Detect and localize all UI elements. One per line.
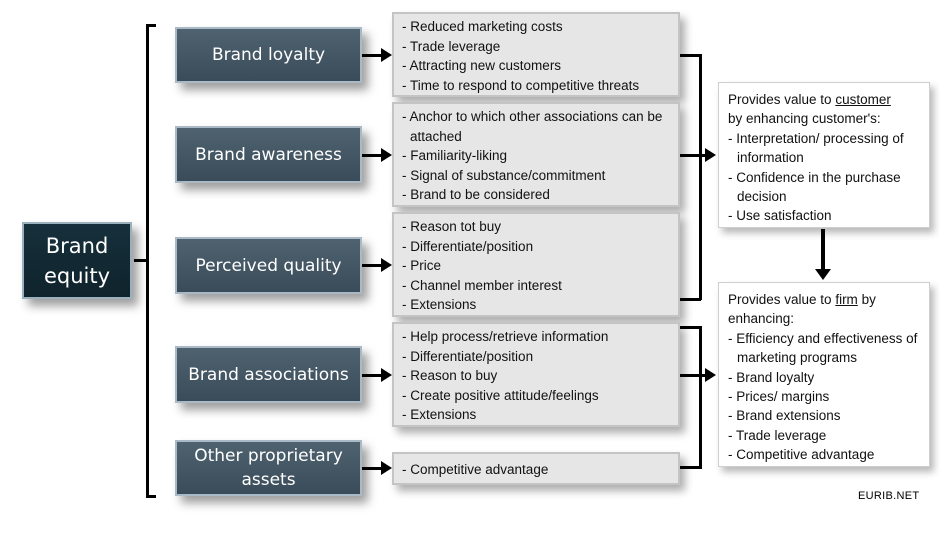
customer-value-intro: Provides value to customer: [728, 92, 891, 107]
connector-associations-arrow: [680, 374, 706, 377]
benefit-item: - Reason tot buy: [402, 219, 502, 234]
arrow-head-down: [815, 269, 831, 280]
driver-label: Other proprietary assets: [194, 446, 343, 490]
arrow-head-awareness: [381, 148, 392, 162]
arrow-head-loyalty: [381, 48, 392, 62]
benefits-brand-associations: - Help process/retrieve information - Di…: [392, 322, 680, 427]
firm-value-intro-2: enhancing:: [728, 311, 795, 327]
benefit-item: - Reduced marketing costs: [402, 19, 563, 34]
bracket-vertical: [146, 24, 149, 498]
brand-equity-box: Brand equity: [22, 222, 132, 299]
benefit-item: - Extensions: [402, 297, 477, 312]
driver-brand-associations: Brand associations: [175, 346, 362, 403]
connector-other-stub: [680, 466, 701, 469]
benefits-perceived-quality: - Reason tot buy - Differentiate/positio…: [392, 212, 680, 317]
firm-word: firm: [835, 292, 858, 307]
bracket-stub: [134, 259, 148, 262]
firm-value-item: - Brand extensions: [728, 408, 841, 424]
arrow-shaft-loyalty: [362, 54, 382, 57]
benefit-item: - Trade leverage: [402, 38, 501, 54]
firm-value-item: - Brand loyalty: [728, 369, 815, 385]
customer-value-box: Provides value to customer by enhancing …: [718, 82, 930, 228]
driver-brand-awareness: Brand awareness: [175, 126, 362, 183]
benefit-item: - Differentiate/position: [402, 348, 534, 364]
bracket-bottom-cap: [146, 495, 156, 498]
source-label: EURIB.NET: [858, 490, 920, 502]
benefits-brand-loyalty: - Reduced marketing costs - Trade levera…: [392, 12, 680, 97]
connector-top-stub: [680, 54, 701, 57]
firm-value-intro: Provides value to firm by: [728, 292, 876, 307]
driver-label: Brand awareness: [195, 144, 342, 165]
driver-brand-loyalty: Brand loyalty: [175, 27, 362, 83]
benefit-item: - Differentiate/position: [402, 238, 534, 254]
arrow-shaft-down: [821, 229, 825, 271]
benefit-item: - Time to respond to competitive threats: [402, 77, 640, 93]
arrow-shaft-awareness: [362, 154, 382, 157]
firm-value-item: - Competitive advantage: [728, 447, 875, 463]
benefit-item: - Extensions: [402, 407, 477, 422]
connector-upper-vertical: [699, 54, 702, 300]
connector-lower-top-stub: [680, 326, 701, 329]
benefit-item: - Brand to be considered: [402, 187, 550, 202]
bracket-top-cap: [146, 24, 156, 27]
customer-value-item: - Confidence in the purchase decision: [728, 169, 901, 205]
benefits-other-proprietary-assets: - Competitive advantage: [392, 452, 680, 485]
benefit-item: - Attracting new customers: [402, 58, 562, 73]
firm-value-item: - Prices/ margins: [728, 389, 830, 405]
benefit-item: - Signal of substance/commitment: [402, 167, 606, 183]
benefit-item: - Create positive attitude/feelings: [402, 387, 599, 403]
benefit-item: - Reason to buy: [402, 368, 498, 383]
driver-label: Brand associations: [188, 364, 349, 385]
connector-quality-stub: [680, 298, 701, 301]
firm-value-item: - Trade leverage: [728, 427, 827, 443]
driver-perceived-quality: Perceived quality: [175, 237, 362, 294]
arrow-head-customer: [705, 148, 716, 162]
driver-label: Perceived quality: [195, 255, 342, 276]
benefit-item: - Price: [402, 258, 442, 273]
driver-other-proprietary-assets: Other proprietary assets: [175, 440, 362, 496]
firm-value-item: - Efficiency and effectiveness of market…: [728, 330, 918, 366]
arrow-shaft-other: [362, 467, 382, 470]
benefit-item: - Help process/retrieve information: [402, 329, 609, 344]
brand-equity-line1: Brand: [45, 233, 109, 258]
arrow-head-quality: [381, 258, 392, 272]
customer-value-item: - Use satisfaction: [728, 208, 832, 224]
driver-label: Brand loyalty: [211, 45, 326, 65]
customer-value-item: - Interpretation/ processing of informat…: [728, 130, 904, 166]
arrow-shaft-associations: [362, 374, 382, 377]
brand-equity-line2: equity: [43, 263, 111, 288]
arrow-head-other: [381, 461, 392, 475]
benefit-item: - Familiarity-liking: [402, 148, 508, 163]
benefit-item: - Competitive advantage: [402, 462, 549, 477]
arrow-shaft-quality: [362, 264, 382, 267]
connector-lower-vertical: [699, 326, 702, 469]
customer-value-intro-2: by enhancing customer's:: [728, 111, 881, 127]
arrow-head-associations: [381, 368, 392, 382]
arrow-head-firm: [705, 368, 716, 382]
benefit-item: - Channel member interest: [402, 277, 562, 293]
connector-awareness-arrow: [680, 154, 706, 157]
customer-word: customer: [835, 92, 891, 107]
benefit-item: - Anchor to which other associations can…: [402, 109, 663, 144]
firm-value-box: Provides value to firm by enhancing: - E…: [718, 282, 930, 467]
benefits-brand-awareness: - Anchor to which other associations can…: [392, 102, 680, 207]
